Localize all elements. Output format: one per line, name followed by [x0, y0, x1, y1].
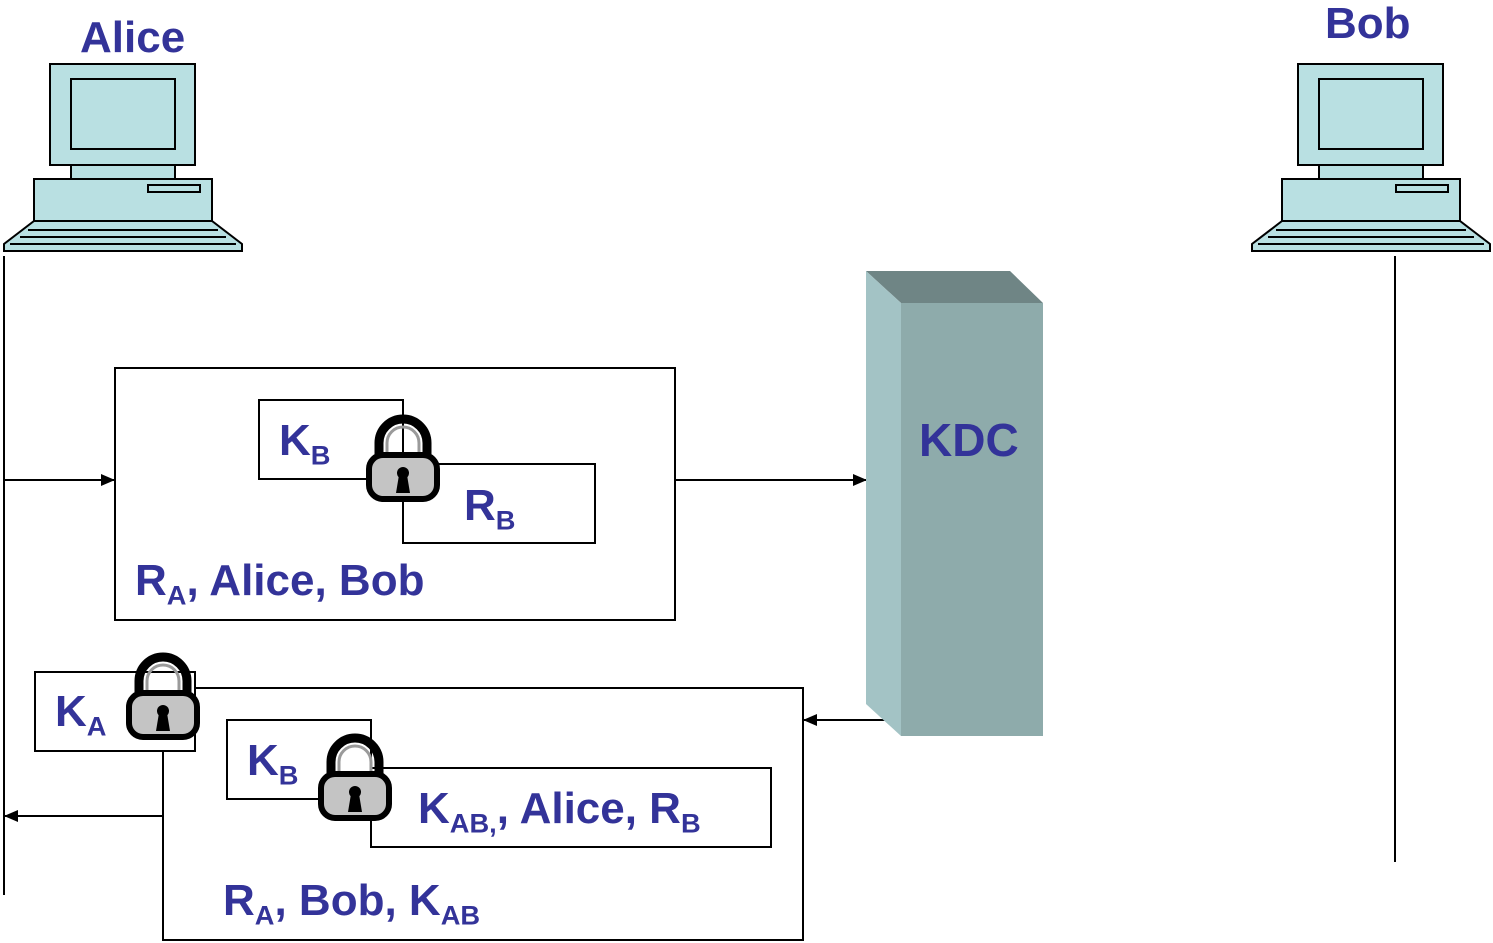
reply-inner-key: KB	[247, 739, 298, 789]
request-ticket-content: RB	[464, 484, 515, 534]
reply-plaintext: RA, Bob, KAB	[223, 879, 480, 929]
alice-label: Alice	[80, 16, 185, 60]
padlock-icon	[125, 651, 201, 741]
kdc-label: KDC	[919, 417, 1019, 463]
bob-label: Bob	[1325, 2, 1411, 46]
reply-inner-content: KAB,, Alice, RB	[418, 787, 701, 837]
reply-outer-key: KA	[55, 690, 106, 740]
bob-computer-icon	[1252, 64, 1490, 251]
request-ticket-key: KB	[279, 419, 330, 469]
padlock-icon	[365, 413, 441, 503]
request-plaintext: RA, Alice, Bob	[135, 559, 424, 609]
padlock-icon	[317, 732, 393, 822]
kdc-server	[866, 271, 1043, 736]
alice-computer-icon	[4, 64, 242, 251]
